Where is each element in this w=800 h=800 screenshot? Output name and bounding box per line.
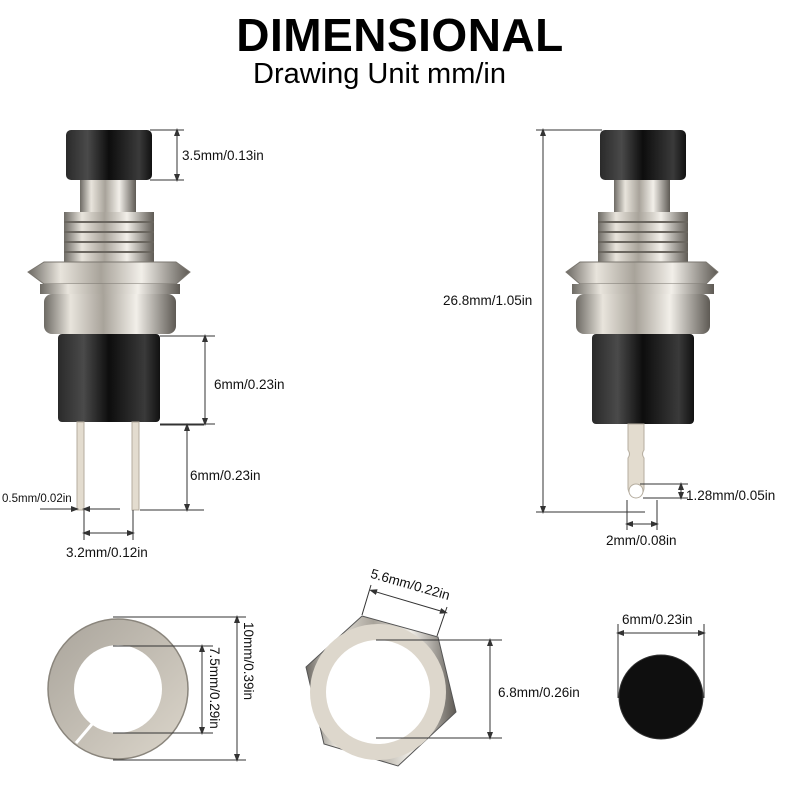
cap-height-label: 3.5mm/0.13in <box>182 148 264 163</box>
hex-inner-diameter-label: 6.8mm/0.26in <box>498 685 580 700</box>
page-subtitle: Drawing Unit mm/in <box>253 58 506 90</box>
body-height-label: 6mm/0.23in <box>214 377 285 392</box>
hex-nut <box>305 615 457 767</box>
front-view-switch <box>27 130 191 511</box>
front-view-dimension-lines <box>40 128 215 540</box>
pin-thickness-label: 0.5mm/0.02in <box>2 493 72 505</box>
hex-nut-dimension-lines <box>361 584 502 740</box>
washer-dimension-lines <box>113 615 246 762</box>
page-title: DIMENSIONAL <box>236 9 564 61</box>
button-cap <box>618 654 704 740</box>
terminal-width-label: 2mm/0.08in <box>606 533 677 548</box>
side-view-dimension-lines <box>536 128 688 530</box>
washer <box>47 618 189 760</box>
cap-diameter-label: 6mm/0.23in <box>622 612 693 627</box>
button-cap-dimension-lines <box>616 624 706 698</box>
pin-length-label: 6mm/0.23in <box>190 468 261 483</box>
total-height-label: 26.8mm/1.05in <box>443 293 533 308</box>
side-view-switch <box>565 130 719 499</box>
pin-spacing-label: 3.2mm/0.12in <box>66 545 148 560</box>
washer-inner-diameter-label: 7.5mm/0.29in <box>207 647 222 729</box>
hole-diameter-label: 1.28mm/0.05in <box>686 488 776 503</box>
washer-outer-diameter-label: 10mm/0.39in <box>241 622 256 701</box>
